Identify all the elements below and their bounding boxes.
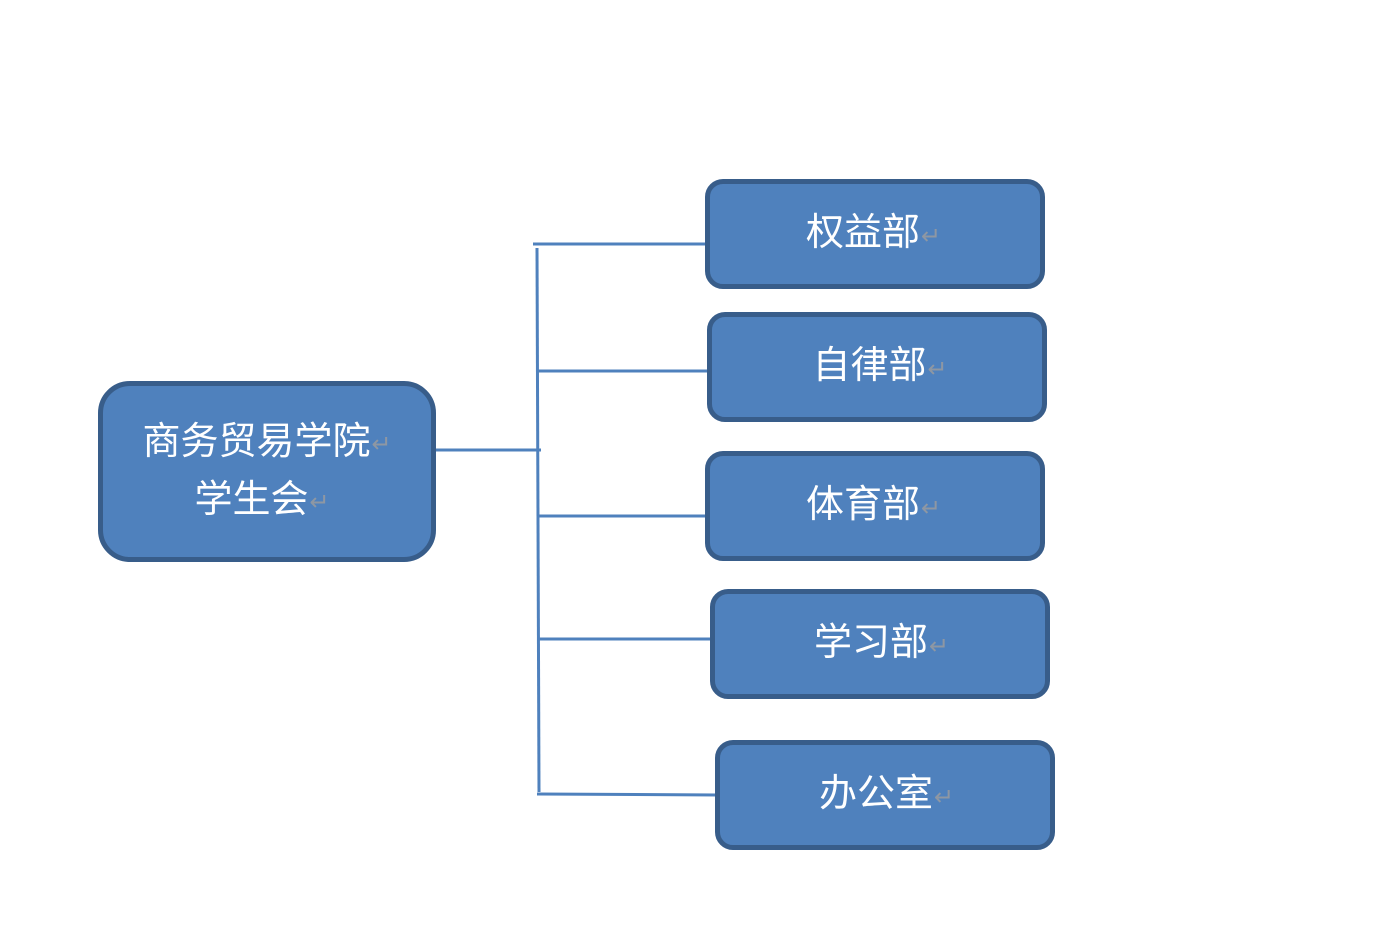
- paragraph-mark-icon: ↵: [933, 782, 955, 811]
- paragraph-mark-icon: ↵: [927, 354, 948, 383]
- root-title-line: 商务贸易学院↵: [142, 414, 391, 472]
- department-label-line: 自律部↵: [812, 343, 947, 391]
- paragraph-mark-icon: ↵: [920, 221, 942, 250]
- department-node: 学习部↵: [710, 589, 1050, 699]
- trunk-line: [535, 247, 541, 793]
- department-label: 学习部: [813, 620, 928, 665]
- root-title-text: 商务贸易学院: [142, 418, 371, 463]
- department-label: 自律部: [812, 343, 927, 388]
- department-label: 办公室: [818, 771, 933, 816]
- paragraph-mark-icon: ↵: [371, 429, 392, 458]
- department-label-line: 权益部↵: [806, 210, 941, 258]
- department-node: 自律部↵: [707, 312, 1047, 422]
- branch-line-5: [536, 792, 719, 797]
- paragraph-mark-icon: ↵: [309, 487, 330, 516]
- department-node: 体育部↵: [705, 451, 1045, 561]
- department-label: 体育部: [805, 482, 920, 527]
- root-subtitle-line: 学生会↵: [194, 472, 329, 530]
- root-node: 商务贸易学院↵ 学生会↵: [98, 381, 436, 562]
- paragraph-mark-icon: ↵: [928, 631, 950, 660]
- department-label-line: 办公室↵: [819, 771, 954, 819]
- department-label: 权益部: [805, 210, 920, 255]
- department-node: 办公室↵: [715, 740, 1055, 850]
- department-label-line: 学习部↵: [814, 620, 949, 668]
- department-node: 权益部↵: [705, 179, 1045, 289]
- root-subtitle-text: 学生会: [194, 476, 309, 521]
- department-label-line: 体育部↵: [806, 482, 941, 530]
- paragraph-mark-icon: ↵: [920, 493, 942, 522]
